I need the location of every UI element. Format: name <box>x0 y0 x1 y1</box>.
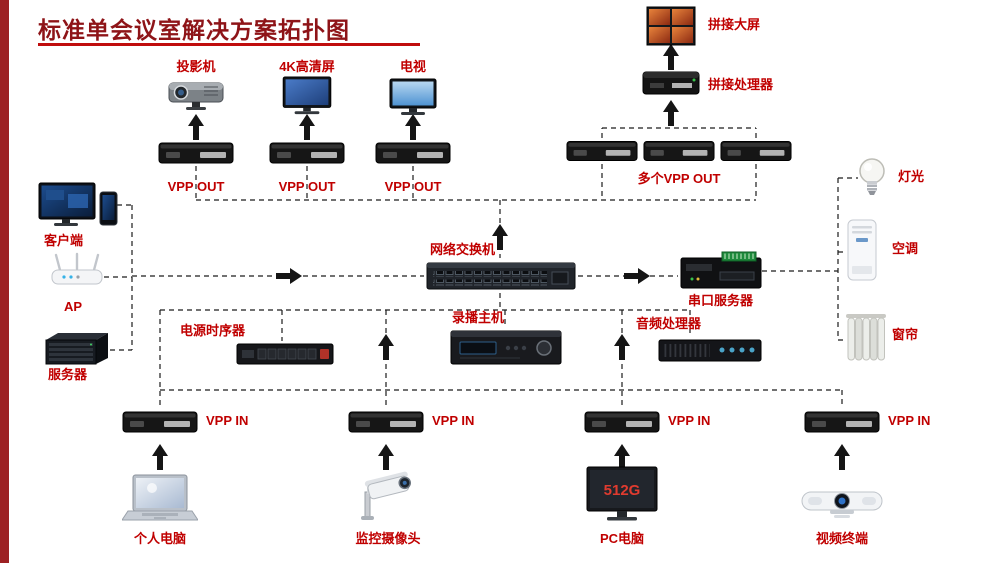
vpp-in-box <box>584 408 660 436</box>
recorder-label: 录播主机 <box>452 310 505 325</box>
video-terminal-icon <box>800 480 884 524</box>
video-terminal-label: 视频终端 <box>815 531 869 546</box>
arrow-up-icon <box>299 114 315 140</box>
monitor-4k-label: 4K高清屏 <box>279 59 335 74</box>
page-title: 标准单会议室解决方案拓扑图 <box>38 17 350 43</box>
arrow-up-icon <box>663 100 679 126</box>
videowall-icon <box>646 6 696 46</box>
curtain-icon <box>846 314 886 362</box>
vpp-out-label: VPP OUT <box>384 179 442 194</box>
multi-vpp-out-box <box>720 138 792 164</box>
recorder-icon <box>450 326 562 366</box>
ap-label: AP <box>64 299 83 314</box>
dashed-connections <box>104 127 858 408</box>
multi-vpp-out-label: 多个VPP OUT <box>637 171 721 186</box>
vpp-in-label: VPP IN <box>432 413 475 428</box>
laptop-icon <box>122 474 198 524</box>
pc-label: PC电脑 <box>599 531 645 546</box>
tv-label: 电视 <box>399 59 427 74</box>
vpp-in-box <box>348 408 424 436</box>
vpp-in-label: VPP IN <box>888 413 931 428</box>
vpp-out-label: VPP OUT <box>278 179 336 194</box>
arrow-up-icon <box>188 114 204 140</box>
pc-screen-text: 512G <box>604 482 641 499</box>
arrow-up-icon <box>378 334 394 360</box>
arrow-up-icon <box>378 444 394 470</box>
left-accent-bar <box>0 0 9 563</box>
vpp-out-box <box>158 140 234 166</box>
arrow-right-icon <box>624 268 650 284</box>
aircon-icon <box>846 218 878 282</box>
server-icon <box>42 330 110 366</box>
videowall-label: 拼接大屏 <box>708 17 761 32</box>
arrow-up-icon <box>614 334 630 360</box>
power-sequencer-label: 电源时序器 <box>180 323 246 338</box>
projector-label: 投影机 <box>176 59 216 74</box>
client-icon <box>38 182 118 234</box>
network-switch-label: 网络交换机 <box>430 242 496 257</box>
arrow-up-icon <box>663 44 679 70</box>
vpp-in-box <box>804 408 880 436</box>
vpp-out-box <box>375 140 451 166</box>
audio-processor-icon <box>658 334 762 366</box>
splicing-processor-icon <box>642 68 700 98</box>
monitor-4k-icon <box>281 76 333 116</box>
aircon-label: 空调 <box>892 241 919 256</box>
light-label: 灯光 <box>898 169 925 184</box>
audio-processor-label: 音频处理器 <box>636 316 702 331</box>
title-underline <box>38 43 420 46</box>
serial-server-label: 串口服务器 <box>688 293 754 308</box>
tv-icon <box>389 78 437 116</box>
vpp-in-label: VPP IN <box>206 413 249 428</box>
light-bulb-icon <box>854 156 890 198</box>
arrow-up-icon <box>152 444 168 470</box>
ap-router-icon <box>50 252 104 288</box>
projector-icon <box>166 78 226 112</box>
power-sequencer-icon <box>236 341 334 367</box>
client-label: 客户端 <box>44 233 84 248</box>
multi-vpp-out-box <box>566 138 638 164</box>
server-label: 服务器 <box>48 367 88 382</box>
vpp-out-box <box>269 140 345 166</box>
pc-monitor-icon: 512G <box>586 466 658 526</box>
arrow-right-icon <box>276 268 302 284</box>
vpp-in-label: VPP IN <box>668 413 711 428</box>
laptop-label: 个人电脑 <box>133 531 187 546</box>
cctv-camera-label: 监控摄像头 <box>355 531 421 546</box>
network-switch-icon <box>426 260 576 292</box>
arrow-up-icon <box>405 114 421 140</box>
serial-server-icon <box>680 250 762 292</box>
arrow-up-icon <box>834 444 850 470</box>
cctv-camera-icon <box>358 468 418 526</box>
vpp-in-box <box>122 408 198 436</box>
vpp-out-label: VPP OUT <box>167 179 225 194</box>
curtain-label: 窗帘 <box>892 327 919 342</box>
multi-vpp-out-box <box>643 138 715 164</box>
splicing-processor-label: 拼接处理器 <box>708 77 774 92</box>
